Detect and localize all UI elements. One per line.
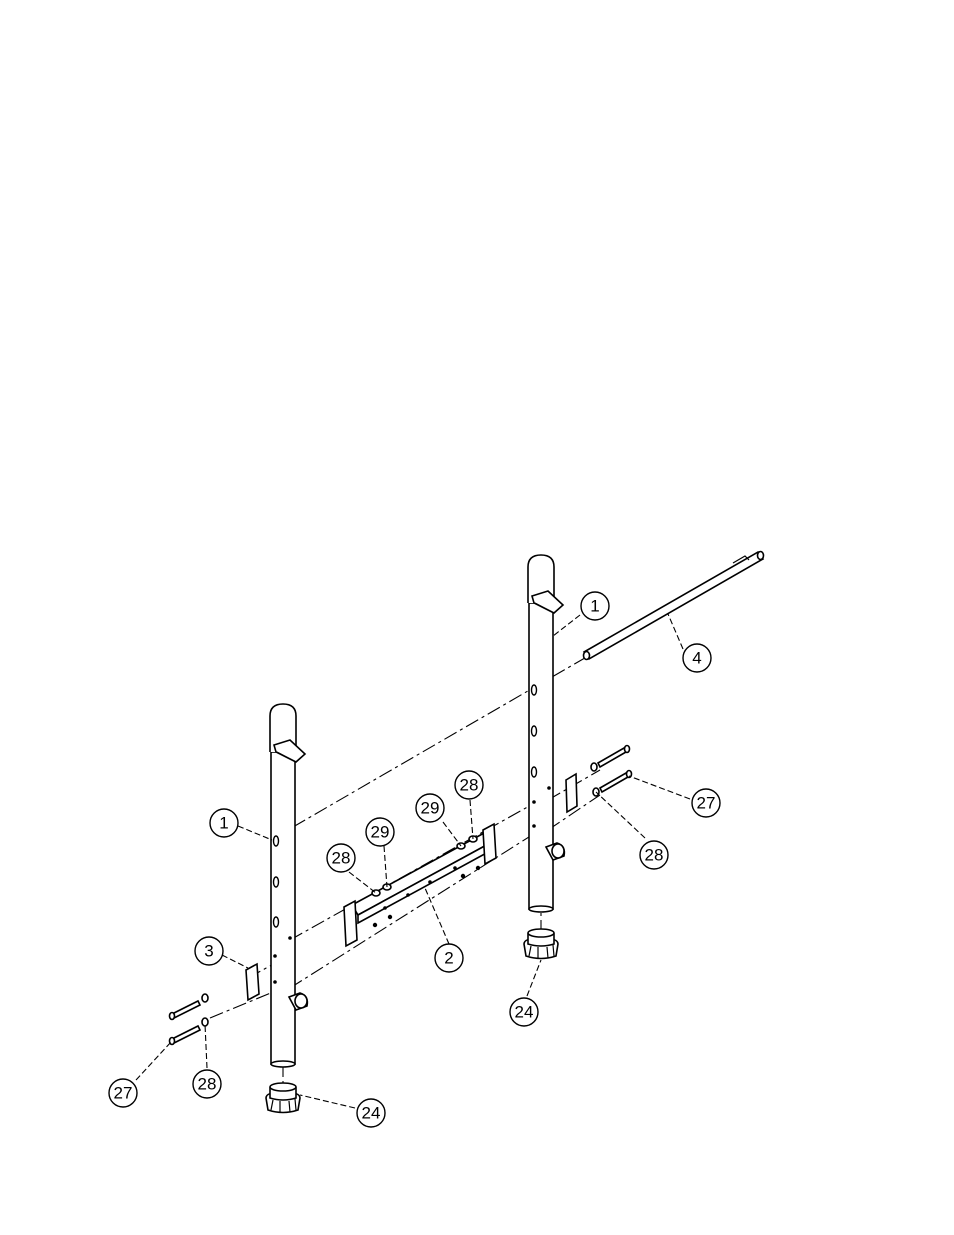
bolts-left [170,994,209,1045]
callout-27-left: 27 [109,1079,137,1107]
left-upright-part-1 [270,704,307,1067]
callout-4: 4 [683,644,711,672]
callout-label: 28 [645,846,664,865]
callout-label: 1 [590,597,599,616]
callout-label: 28 [198,1075,217,1094]
callout-29-right: 29 [416,794,444,822]
callout-label: 3 [204,942,213,961]
callout-label: 2 [444,949,453,968]
foot-cap-right-part-24 [524,929,558,959]
callout-label: 24 [515,1003,534,1022]
callout-24-left: 24 [357,1099,385,1127]
callout-label: 27 [114,1084,133,1103]
callout-3: 3 [195,937,223,965]
callout-label: 4 [692,649,701,668]
callout-label: 1 [219,814,228,833]
rod-part-4 [584,552,764,660]
right-upright-part-1 [528,555,564,912]
right-plate [566,774,577,812]
callout-label: 27 [697,794,716,813]
leader-lines [136,614,690,1108]
callout-1-left: 1 [210,809,238,837]
callout-28-left-low: 28 [193,1070,221,1098]
callout-label: 28 [332,849,351,868]
callout-label: 29 [371,823,390,842]
cross-tube-part-2 [344,824,496,946]
bolts-right [591,746,632,797]
callout-27-right: 27 [692,789,720,817]
callout-2: 2 [435,944,463,972]
callout-label: 29 [421,799,440,818]
callout-29-left: 29 [366,818,394,846]
plate-part-3 [246,964,259,1000]
callout-label: 28 [460,776,479,795]
callout-1-right: 1 [581,592,609,620]
callout-label: 24 [362,1104,381,1123]
callout-28-mid-left: 28 [327,844,355,872]
callout-28-right-low: 28 [640,841,668,869]
foot-cap-left-part-24 [266,1083,300,1113]
callout-24-right: 24 [510,998,538,1026]
callout-28-mid-right: 28 [455,771,483,799]
